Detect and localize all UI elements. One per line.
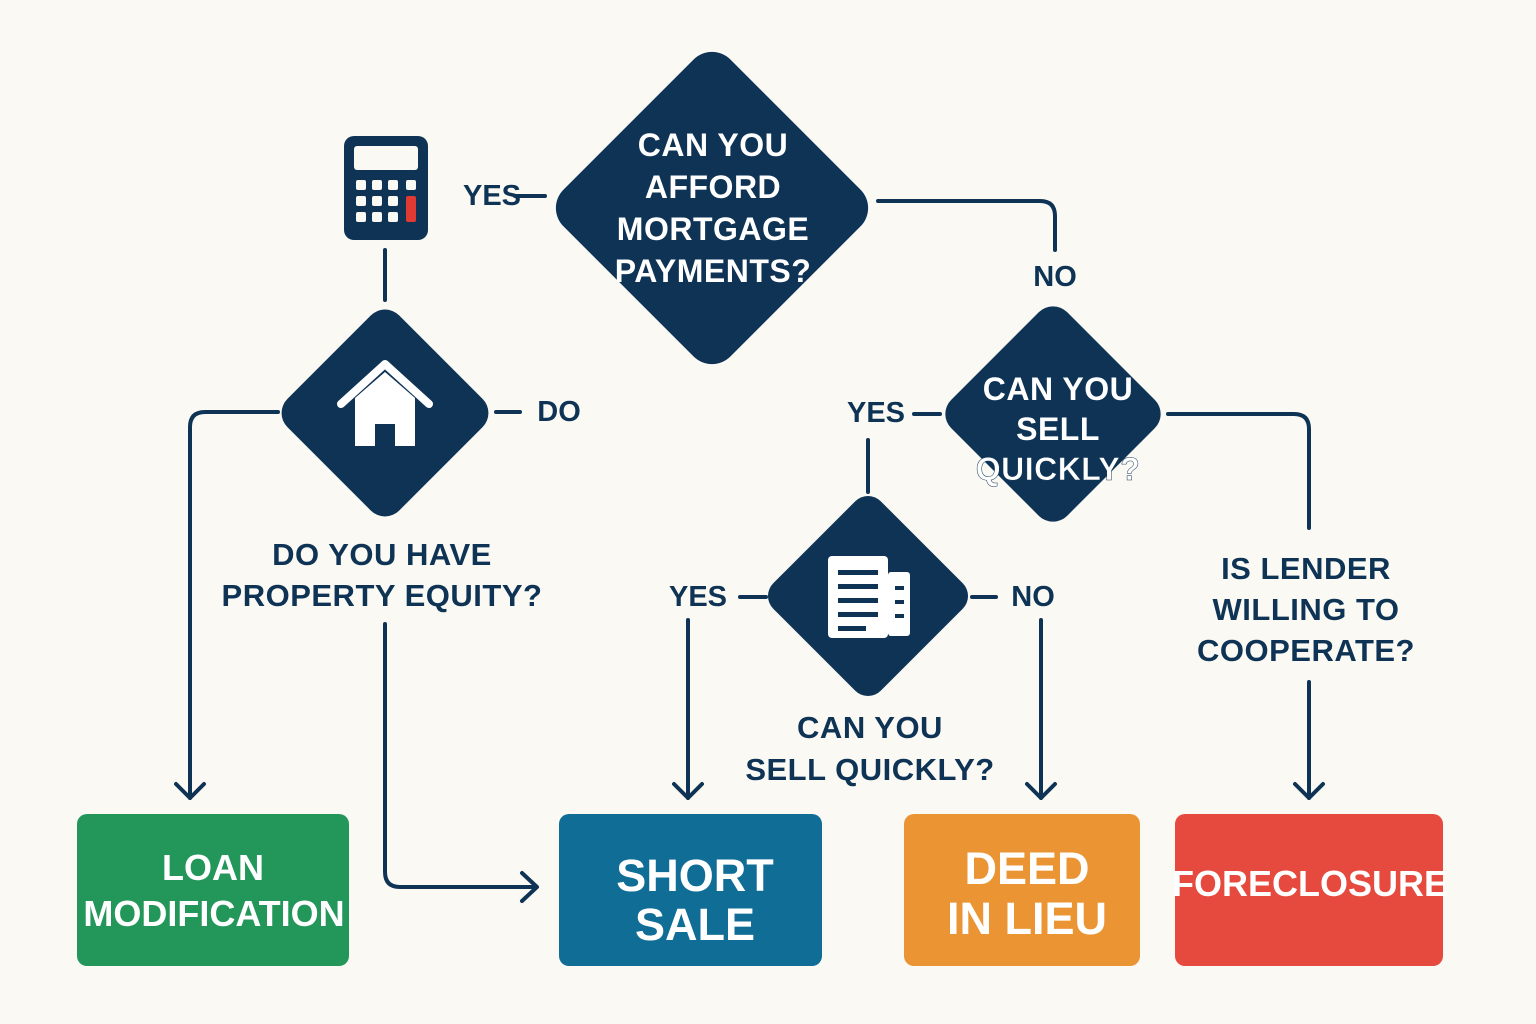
equity-question-text: DO YOU HAVE (272, 537, 492, 572)
question-text: CAN YOU (983, 371, 1133, 407)
decision-afford-mortgage: CAN YOU AFFORD MORTGAGE PAYMENTS? (555, 51, 869, 365)
label-do: DO (537, 396, 581, 428)
outcome-text: MODIFICATION (83, 893, 344, 934)
outcome-text: SHORT (616, 850, 774, 901)
connector-sell-top-lender (1166, 412, 1311, 530)
arrowhead-deed (1025, 782, 1057, 800)
outcome-text: DEED (964, 843, 1089, 894)
connector-afford-no (876, 199, 1057, 252)
label-yes: YES (463, 180, 521, 212)
question-text: AFFORD (645, 169, 781, 205)
outcome-loan-modification: LOAN MODIFICATION (77, 814, 349, 966)
arrowhead-shortsale-side (520, 871, 539, 903)
connector-equity-shortsale (383, 622, 538, 889)
arrowhead-shortsale (672, 782, 704, 800)
outcome-text: FORECLOSURE (1172, 863, 1448, 904)
diamond-shape (555, 51, 869, 365)
outcome-foreclosure: FORECLOSURE (1172, 814, 1448, 966)
outcome-box (77, 814, 349, 966)
outcome-box (1175, 814, 1443, 966)
label-yes: YES (669, 581, 727, 613)
connectors (174, 194, 1325, 903)
label-yes: YES (847, 397, 905, 429)
calculator-icon (344, 136, 428, 240)
label-no: NO (1011, 581, 1055, 613)
sell-mid-question-text: SELL QUICKLY? (745, 752, 994, 787)
sell-mid-question-text: CAN YOU (797, 710, 943, 745)
document-icon (828, 556, 910, 638)
question-text: CAN YOU (638, 127, 788, 163)
arrowhead-loan (174, 782, 206, 800)
decision-sell-quickly-top: CAN YOU SELL QUICKLY? (945, 306, 1161, 522)
outcome-deed-in-lieu: DEED IN LIEU (904, 814, 1140, 966)
lender-question-text: COOPERATE? (1197, 633, 1415, 668)
decision-property-equity (281, 309, 489, 517)
outcome-text: SALE (635, 899, 755, 950)
question-text: QUICKLY? (976, 451, 1141, 487)
question-text: MORTGAGE (617, 211, 809, 247)
outcome-short-sale: SHORT SALE (559, 814, 822, 966)
diamond-shape (945, 306, 1161, 522)
question-text: SELL (1016, 411, 1100, 447)
lender-question-text: WILLING TO (1213, 592, 1400, 627)
equity-question-text: PROPERTY EQUITY? (222, 578, 543, 613)
outcome-text: LOAN (162, 847, 264, 888)
outcome-box (904, 814, 1140, 966)
label-no: NO (1033, 261, 1077, 293)
outcome-text: IN LIEU (947, 893, 1107, 944)
lender-question-text: IS LENDER (1221, 551, 1391, 586)
arrowhead-foreclosure (1293, 782, 1325, 800)
question-text: PAYMENTS? (615, 253, 812, 289)
house-icon (337, 360, 433, 446)
outcome-box (559, 814, 822, 966)
decision-sell-quickly-mid (767, 495, 969, 697)
connector-equity-loan (188, 410, 280, 800)
